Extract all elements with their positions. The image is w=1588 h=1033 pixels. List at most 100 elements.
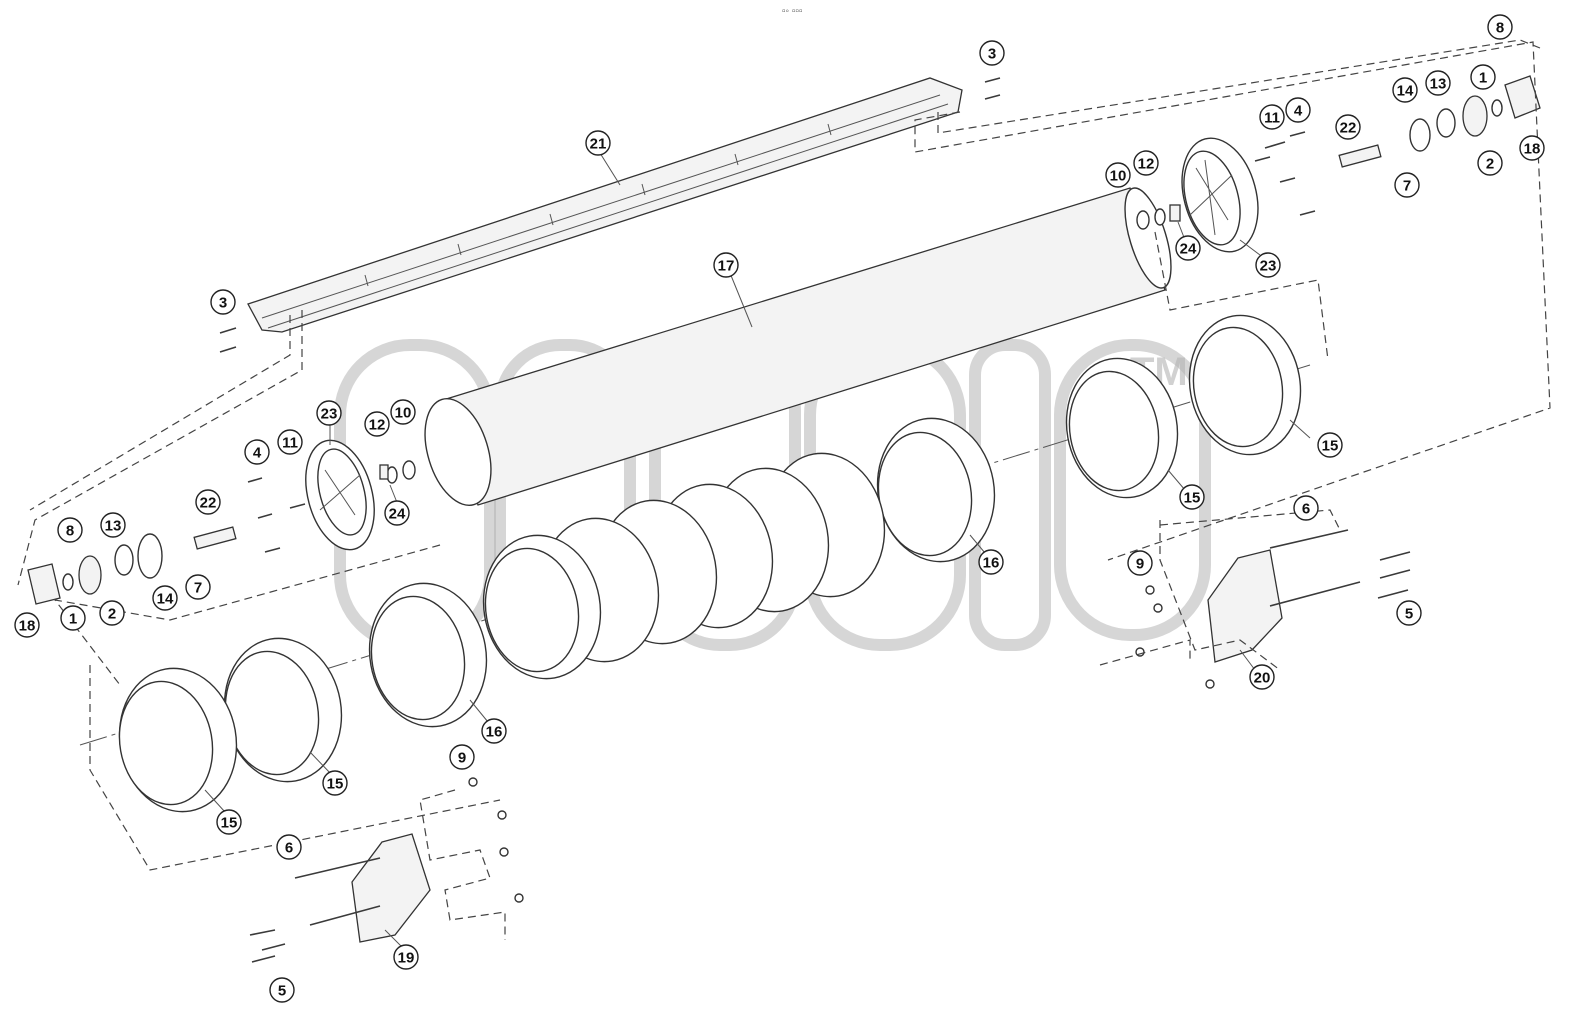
- callout-label: 24: [1180, 241, 1197, 258]
- left-small-parts: [27, 460, 416, 605]
- callout-4-right: 4: [1285, 97, 1311, 123]
- callout-circle: [449, 744, 475, 770]
- callout-circle: [713, 252, 739, 278]
- callout-circle: [195, 489, 221, 515]
- cylinder-part-17: [424, 187, 1172, 507]
- callout-11-left: 11: [277, 429, 303, 455]
- callout-9-left: 9: [449, 744, 475, 770]
- callout-3-left: 3: [210, 289, 236, 315]
- callout-label: 15: [221, 815, 238, 832]
- callout-circle: [978, 549, 1004, 575]
- callout-6-right: 6: [1293, 495, 1319, 521]
- callout-label: 21: [590, 136, 607, 153]
- callout-label: 1: [1479, 70, 1487, 87]
- callout-label: 17: [718, 258, 735, 275]
- callout-label: 3: [988, 46, 996, 63]
- callout-12-left: 12: [364, 411, 390, 437]
- callout-label: 15: [1184, 490, 1201, 507]
- bolts-part-3-top: [984, 77, 1001, 100]
- callout-21: 21: [585, 130, 611, 156]
- callout-label: 16: [983, 555, 1000, 572]
- callout-label: 13: [1430, 76, 1447, 93]
- callout-circle: [276, 834, 302, 860]
- callout-circle: [1317, 432, 1343, 458]
- callout-label: 8: [66, 523, 74, 540]
- callout-14-left: 14: [152, 585, 178, 611]
- callout-circle: [393, 944, 419, 970]
- callout-circle: [277, 429, 303, 455]
- callout-16-left: 16: [481, 718, 507, 744]
- callout-14-right: 14: [1392, 77, 1418, 103]
- callout-label: 20: [1254, 670, 1271, 687]
- callout-label: 18: [19, 618, 36, 635]
- callout-label: 1: [69, 611, 77, 628]
- callout-18-left: 18: [14, 612, 40, 638]
- callout-17: 17: [713, 252, 739, 278]
- callout-circle: [316, 400, 342, 426]
- callout-label: 11: [1264, 110, 1280, 127]
- callout-label: 19: [398, 950, 415, 967]
- callout-3-top: 3: [979, 40, 1005, 66]
- callout-15-right-a: 15: [1179, 484, 1205, 510]
- roller-rings: [118, 314, 1302, 813]
- callout-8-left: 8: [57, 517, 83, 543]
- callout-circle: [1133, 150, 1159, 176]
- callout-circle: [1470, 64, 1496, 90]
- callout-circle: [99, 600, 125, 626]
- callout-15-left-b: 15: [322, 770, 348, 796]
- callout-circle: [185, 574, 211, 600]
- callout-label: 8: [1496, 20, 1504, 37]
- callout-label: 22: [1340, 120, 1357, 137]
- callout-label: 14: [157, 591, 174, 608]
- callout-label: 4: [1294, 103, 1303, 120]
- callout-1-left: 1: [60, 605, 86, 631]
- callout-circle: [1175, 235, 1201, 261]
- callout-24-left: 24: [384, 500, 410, 526]
- callout-24-right: 24: [1175, 235, 1201, 261]
- callout-label: 5: [278, 983, 286, 1000]
- callout-circle: [1293, 495, 1319, 521]
- callout-label: 15: [327, 776, 344, 793]
- callout-label: 10: [395, 405, 412, 422]
- callout-circle: [152, 585, 178, 611]
- callout-label: 2: [108, 606, 116, 623]
- callout-2-left: 2: [99, 600, 125, 626]
- callout-23-left: 23: [316, 400, 342, 426]
- callout-circle: [1487, 14, 1513, 40]
- right-bracket-part-20: [1135, 529, 1411, 689]
- callout-circle: [1105, 162, 1131, 188]
- left-bracket-part-19: [249, 777, 524, 963]
- callout-7-right: 7: [1394, 172, 1420, 198]
- callout-circle: [1425, 70, 1451, 96]
- callout-circle: [1285, 97, 1311, 123]
- callout-label: 2: [1486, 156, 1494, 173]
- callout-label: 14: [1397, 83, 1414, 100]
- leader-lines: [204, 152, 1311, 951]
- callout-circle: [1249, 664, 1275, 690]
- callout-circle: [979, 40, 1005, 66]
- callout-circle: [481, 718, 507, 744]
- callout-label: 24: [389, 506, 406, 523]
- callout-10-right: 10: [1105, 162, 1131, 188]
- callout-23-right: 23: [1255, 252, 1281, 278]
- callout-circle: [364, 411, 390, 437]
- callout-circle: [1335, 114, 1361, 140]
- callout-circle: [57, 517, 83, 543]
- callout-22-right: 22: [1335, 114, 1361, 140]
- callout-label: 6: [285, 840, 293, 857]
- callout-label: 7: [1403, 178, 1411, 195]
- callout-4-left: 4: [244, 439, 270, 465]
- callout-circle: [1477, 150, 1503, 176]
- callout-circle: [269, 977, 295, 1003]
- callout-circle: [216, 809, 242, 835]
- callout-9-right: 9: [1127, 550, 1153, 576]
- callout-12-right: 12: [1133, 150, 1159, 176]
- callout-circle: [100, 512, 126, 538]
- callout-5-right: 5: [1396, 600, 1422, 626]
- callout-label: 16: [486, 724, 503, 741]
- callout-circle: [1392, 77, 1418, 103]
- callout-8-right: 8: [1487, 14, 1513, 40]
- callout-label: 23: [321, 406, 338, 423]
